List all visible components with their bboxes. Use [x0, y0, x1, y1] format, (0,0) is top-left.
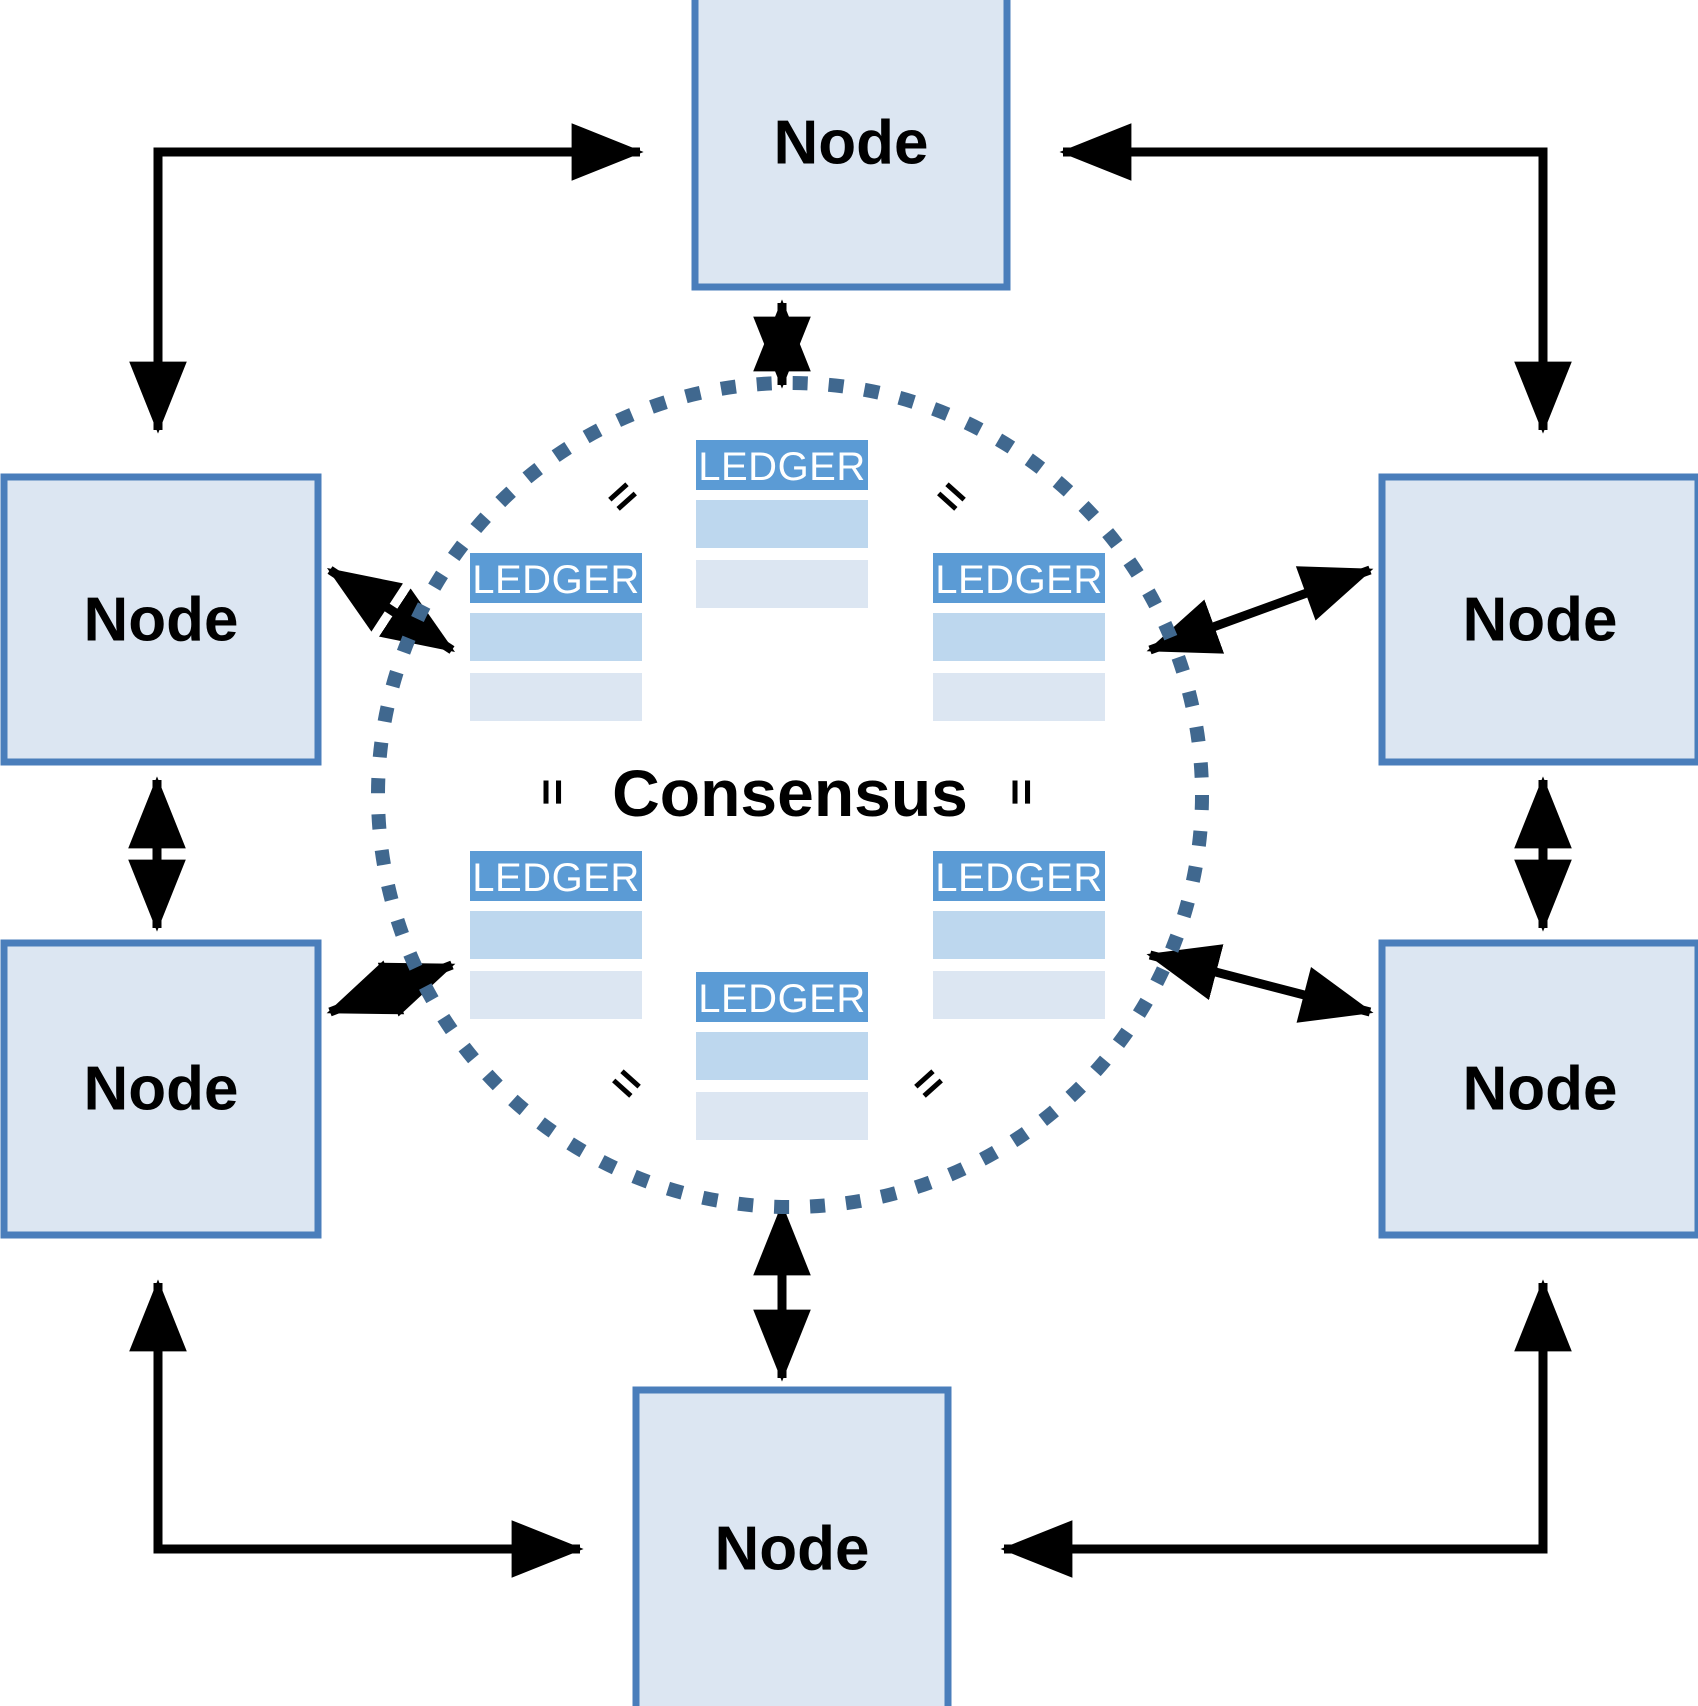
node-top[interactable]: Node — [691, 0, 1011, 291]
ledger-right-upper-row-2 — [933, 673, 1105, 721]
node-right-upper[interactable]: Node — [1378, 473, 1698, 766]
node-right-upper-label: Node — [1463, 586, 1618, 655]
ledger-right-upper-label: LEDGER — [935, 558, 1103, 602]
ledger-right-upper-row-1 — [933, 613, 1105, 661]
elbow-bottomleft — [129, 1279, 584, 1578]
node-right-lower-label: Node — [1463, 1055, 1618, 1124]
elbow-connectors — [129, 123, 1572, 1578]
node-right-upper-box[interactable] — [1378, 473, 1698, 766]
ledger-right-lower-row-1 — [933, 911, 1105, 959]
ledger-bottom-row-1 — [696, 1032, 868, 1080]
ledger-left-lower-row-2 — [470, 971, 642, 1019]
elbow-topright — [1059, 123, 1572, 434]
node-bottom[interactable]: Node — [632, 1386, 952, 1706]
arrow-left-lower-to-consensus — [326, 960, 456, 1017]
equals-icon-top-left: = — [595, 468, 650, 525]
ledger-left-lower[interactable]: LEDGER — [470, 851, 642, 1019]
node-top-box[interactable] — [691, 0, 1011, 291]
side-connectors — [128, 776, 1572, 932]
ledger-bottom[interactable]: LEDGER — [696, 972, 868, 1140]
ledger-top[interactable]: LEDGER — [696, 440, 868, 608]
ledger-left-lower-header — [470, 851, 642, 901]
node-left-upper-box[interactable] — [0, 473, 322, 766]
ledger-left-upper-row-1 — [470, 613, 642, 661]
node-right-lower-box[interactable] — [1378, 939, 1698, 1239]
node-left-lower-box[interactable] — [0, 939, 322, 1239]
ledger-top-label: LEDGER — [698, 445, 866, 489]
ledger-left-upper[interactable]: LEDGER — [470, 553, 642, 721]
ledger-bottom-header — [696, 972, 868, 1022]
consensus-spokes — [326, 299, 1374, 1382]
equals-icon-top-right: = — [925, 468, 980, 525]
equals-icon-bottom-left: = — [600, 1055, 655, 1112]
ledger-right-lower[interactable]: LEDGER — [933, 851, 1105, 1019]
node-left-upper-label: Node — [84, 586, 239, 655]
node-right-lower[interactable]: Node — [1378, 939, 1698, 1239]
ledger-right-lower-row-2 — [933, 971, 1105, 1019]
node-bottom-box[interactable] — [632, 1386, 952, 1706]
ledger-right-lower-label: LEDGER — [935, 856, 1103, 900]
elbow-topleft — [129, 123, 644, 434]
node-left-lower[interactable]: Node — [0, 939, 322, 1239]
ledger-right-upper-header — [933, 553, 1105, 603]
node-left-upper[interactable]: Node — [0, 473, 322, 766]
ledger-top-header — [696, 440, 868, 490]
ledger-left-lower-row-1 — [470, 911, 642, 959]
arrow-right-upper-to-consensus — [1146, 565, 1374, 655]
ledger-left-lower-label: LEDGER — [472, 856, 640, 900]
elbow-bottomright — [1000, 1279, 1572, 1578]
ledger-right-lower-header — [933, 851, 1105, 901]
consensus-label: Consensus — [612, 756, 968, 830]
node-left-lower-label: Node — [84, 1055, 239, 1124]
equals-icon-mid-left: = — [527, 779, 579, 806]
ledger-stacks: LEDGER LEDGER LEDGER LEDGER — [470, 440, 1105, 1140]
ledger-left-upper-row-2 — [470, 673, 642, 721]
node-top-label: Node — [774, 109, 929, 178]
consensus-boundary-circle — [371, 376, 1209, 1214]
ledger-left-upper-header — [470, 553, 642, 603]
equals-icon-mid-right: = — [996, 779, 1048, 806]
equals-icon-bottom-right: = — [901, 1055, 956, 1112]
ledger-top-row-2 — [696, 560, 868, 608]
ledger-bottom-label: LEDGER — [698, 977, 866, 1021]
ledger-bottom-row-2 — [696, 1092, 868, 1140]
node-bottom-label: Node — [715, 1515, 870, 1584]
arrow-right-lower-to-consensus — [1146, 944, 1374, 1023]
ledger-left-upper-label: LEDGER — [472, 558, 640, 602]
ledger-right-upper[interactable]: LEDGER — [933, 553, 1105, 721]
ledger-top-row-1 — [696, 500, 868, 548]
arrow-left-upper-to-consensus — [326, 566, 456, 654]
